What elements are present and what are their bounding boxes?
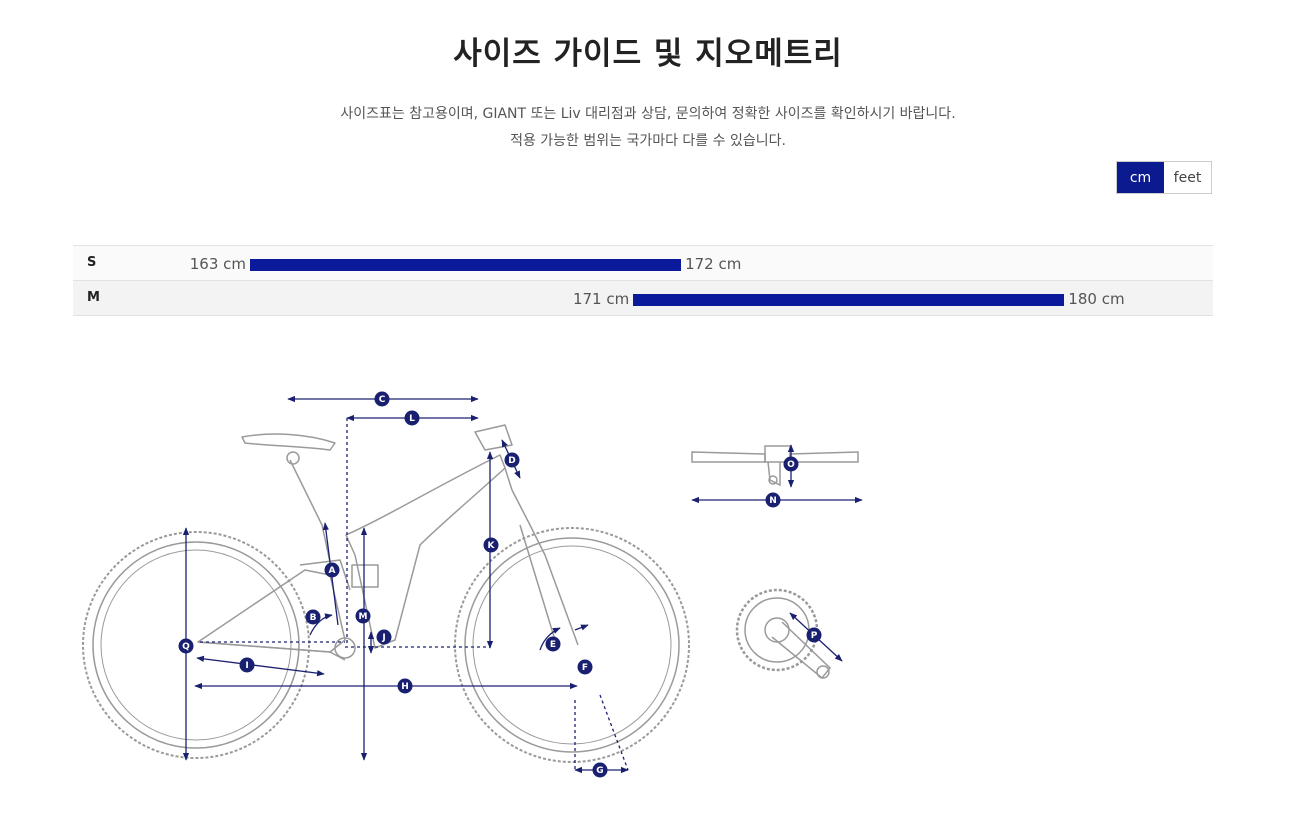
unit-feet-button[interactable]: feet <box>1164 162 1211 193</box>
marker-m-label: M <box>359 612 368 622</box>
bike-frame <box>197 424 579 661</box>
size-row-m: M 171 cm 180 cm <box>73 281 1213 316</box>
marker-d-label: D <box>508 456 515 466</box>
rear-wheel <box>82 531 310 759</box>
marker-q: Q <box>178 638 194 654</box>
marker-l-label: L <box>409 414 415 424</box>
unit-cm-button[interactable]: cm <box>1117 162 1164 193</box>
unit-toggle: cm feet <box>1116 161 1212 194</box>
marker-o: O <box>783 456 799 472</box>
marker-o-label: O <box>787 460 795 470</box>
marker-i: I <box>239 657 255 673</box>
bike-geometry-diagram: A B C D E F G H I J K L M N O P Q <box>82 391 863 778</box>
marker-j: J <box>376 629 392 645</box>
front-wheel <box>454 527 690 763</box>
size-guide-note: 사이즈표는 참고용이며, GIANT 또는 Liv 대리점과 상담, 문의하여 … <box>340 106 956 122</box>
marker-k: K <box>483 537 499 553</box>
height-max-label: 180 cm <box>1068 290 1125 308</box>
marker-e: E <box>545 636 561 652</box>
height-range-bar <box>250 259 682 271</box>
marker-b-label: B <box>310 613 317 623</box>
measurement-markers: A B C D E F G H I J K L M N O P Q <box>178 391 822 778</box>
marker-m: M <box>355 608 371 624</box>
marker-k-label: K <box>488 541 496 551</box>
size-label: S <box>87 255 97 270</box>
size-range-note: 적용 가능한 범위는 국가마다 다를 수 있습니다. <box>510 133 786 149</box>
marker-b: B <box>305 609 321 625</box>
marker-j-label: J <box>381 633 385 643</box>
size-label: M <box>87 290 100 305</box>
marker-i-label: I <box>245 661 248 671</box>
marker-g: G <box>592 762 608 778</box>
marker-g-label: G <box>596 766 603 776</box>
marker-c: C <box>374 391 390 407</box>
marker-d: D <box>504 452 520 468</box>
page-title: 사이즈 가이드 및 지오메트리 <box>453 36 843 72</box>
marker-l: L <box>404 410 420 426</box>
marker-q-label: Q <box>182 642 190 652</box>
size-row-s: S 163 cm 172 cm <box>73 246 1213 281</box>
marker-n: N <box>765 492 781 508</box>
marker-f-label: F <box>582 663 588 673</box>
marker-e-label: E <box>550 640 556 650</box>
height-range-bar <box>633 294 1065 306</box>
height-min-label: 163 cm <box>189 255 246 273</box>
handlebar-view <box>691 445 859 487</box>
size-chart-table: S 163 cm 172 cm M 171 cm 180 cm <box>73 245 1213 316</box>
marker-h: H <box>397 678 413 694</box>
marker-f: F <box>577 659 593 675</box>
marker-n-label: N <box>769 496 777 506</box>
marker-a: A <box>324 562 340 578</box>
marker-p: P <box>806 627 822 643</box>
marker-p-label: P <box>811 631 818 641</box>
marker-c-label: C <box>379 395 386 405</box>
height-min-label: 171 cm <box>572 290 630 308</box>
height-max-label: 172 cm <box>685 255 742 273</box>
marker-h-label: H <box>401 682 409 692</box>
marker-a-label: A <box>329 566 336 576</box>
